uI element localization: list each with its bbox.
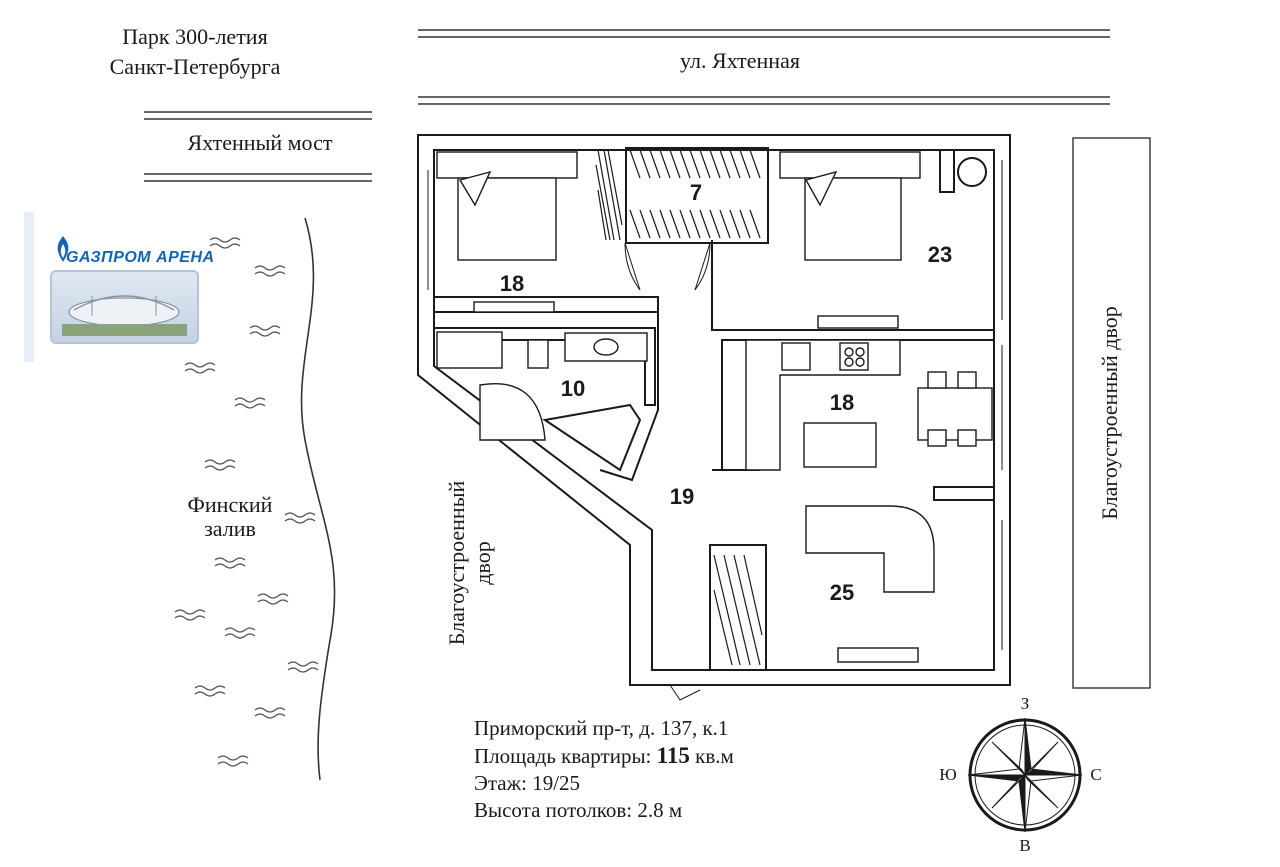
area-value: 115 [656,743,690,768]
room-bedroom-right-area: 23 [927,242,953,267]
compass-left-label: Ю [939,765,957,784]
room-bedroom-left-area: 18 [499,271,525,296]
stadium-image [50,270,199,344]
compass-rose-icon [967,717,1083,833]
waves [174,237,319,767]
room-bathroom-area: 10 [560,376,586,401]
apartment-info: Приморский пр-т, д. 137, к.1 Площадь ква… [474,715,734,824]
logo-text: GАЗПРОМ АРЕНА [66,249,215,267]
logo-rest: АЗПРОМ АРЕНА [78,249,215,266]
address-text: Приморский пр-т, д. 137, к.1 [474,716,729,740]
logo-edge [24,212,34,362]
compass-top-label: З [1020,694,1030,713]
stadium-icon [62,295,187,336]
room-kitchen-area: 18 [829,390,855,415]
compass-right-label: С [1090,765,1102,784]
room-living-area: 25 [829,580,855,605]
floor-text: Этаж: 19/25 [474,771,581,795]
gazprom-flame-icon [52,234,74,271]
ceiling-text: Высота потолков: 2.8 м [474,798,683,822]
bridge-label: Яхтенный мост [187,130,333,155]
gulf-label-line1: Финский [187,492,273,517]
street-label: ул. Яхтенная [680,48,800,73]
room-closet-area: 7 [689,180,703,205]
room-hall-area: 19 [669,484,695,509]
park-label-line1: Парк 300-летия [122,24,268,49]
park-label-line2: Санкт-Петербурга [109,54,281,79]
logo-g-letter: G [66,249,79,266]
gulf-label-line2: залив [204,516,256,541]
area-label: Площадь квартиры: [474,744,652,768]
area-unit: кв.м [695,744,734,768]
compass-bottom-label: В [1019,836,1031,855]
area-line: Площадь квартиры: 115 кв.м [474,742,734,770]
gulf-label: Финский залив [150,493,310,541]
park-label: Парк 300-летия Санкт-Петербурга [60,22,330,82]
